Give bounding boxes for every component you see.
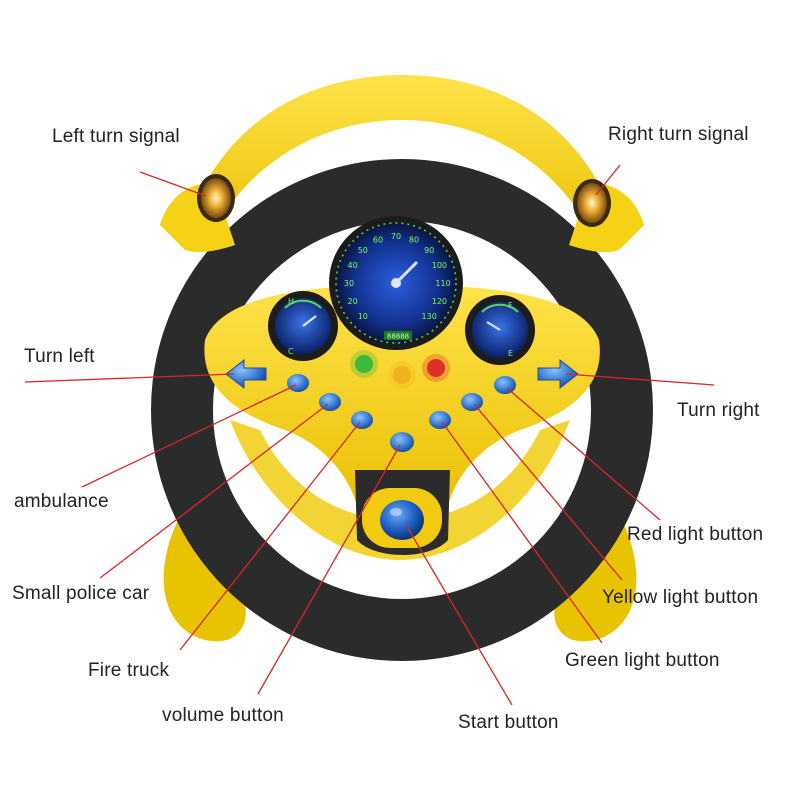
turn-right-button[interactable] [537, 358, 579, 390]
gauge-right-top: F [508, 301, 513, 310]
label-right-turn-signal: Right turn signal [608, 124, 749, 145]
label-ambulance: ambulance [14, 491, 109, 512]
leader-red-light-button [506, 387, 661, 521]
label-red-light-button: Red light button [627, 524, 764, 545]
label-start-button: Start button [458, 712, 559, 733]
speedometer-tick-10: 10 [358, 312, 368, 321]
gauge-right-bottom: E [508, 349, 513, 358]
label-green-light-button: Green light button [565, 650, 720, 671]
leader-right-turn-signal [595, 164, 621, 196]
speedometer-tick-130: 130 [422, 312, 437, 321]
right-turn-signal-lamp [573, 179, 611, 227]
fuel-gauge: F E [465, 295, 535, 365]
green-light-button[interactable] [429, 411, 451, 429]
leader-left-turn-signal [139, 171, 207, 197]
indicator-lights [350, 350, 450, 389]
left-turn-signal-lamp [197, 174, 235, 222]
leader-start-button [405, 524, 513, 706]
leader-small-police-car [99, 403, 329, 579]
leader-turn-left [24, 373, 235, 383]
leader-yellow-light-button [473, 403, 623, 581]
speedometer-display: 88888 [387, 333, 409, 341]
turn-left-button[interactable] [225, 358, 267, 390]
speedometer-tick-100: 100 [432, 261, 447, 270]
gauge-left-bottom: C [288, 347, 294, 356]
start-button[interactable] [380, 500, 424, 540]
leader-lines [24, 164, 715, 706]
leader-turn-right [565, 373, 715, 386]
label-turn-right: Turn right [677, 400, 760, 421]
gauge-left-top: H [288, 297, 294, 306]
speedometer-tick-110: 110 [435, 279, 450, 288]
stand [163, 420, 637, 642]
leader-ambulance [81, 384, 297, 488]
label-left-turn-signal: Left turn signal [52, 126, 180, 147]
speedometer-tick-120: 120 [432, 297, 447, 306]
speedometer-tick-50: 50 [358, 246, 368, 255]
yellow-light-button[interactable] [461, 393, 483, 411]
speedometer-tick-40: 40 [348, 261, 358, 270]
label-volume-button: volume button [162, 705, 284, 726]
speedometer-tick-90: 90 [424, 246, 434, 255]
ambulance-button[interactable] [287, 374, 309, 392]
label-yellow-light-button: Yellow light button [602, 587, 759, 608]
label-turn-left: Turn left [24, 346, 95, 367]
speedometer-tick-60: 60 [373, 236, 383, 245]
leader-volume-button [257, 444, 401, 695]
leader-fire-truck [179, 421, 361, 651]
speedometer-tick-20: 20 [348, 297, 358, 306]
speedometer-tick-80: 80 [409, 236, 419, 245]
fire-truck-button[interactable] [351, 411, 373, 429]
speedometer-tick-30: 30 [344, 279, 354, 288]
label-fire-truck: Fire truck [88, 660, 170, 681]
red-light-button[interactable] [494, 376, 516, 394]
label-small-police-car: Small police car [12, 583, 150, 604]
volume-button[interactable] [390, 432, 414, 452]
speedometer-tick-70: 70 [391, 232, 401, 241]
leader-green-light-button [441, 421, 603, 644]
temperature-gauge: H C [268, 291, 338, 361]
